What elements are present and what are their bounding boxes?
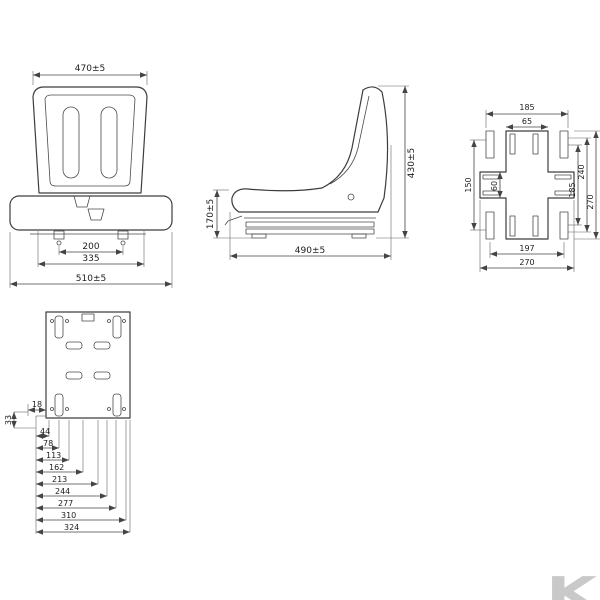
dim-label-cascade: 213	[52, 475, 67, 484]
slide-rail	[245, 228, 375, 235]
dim-label-mount-top-inner: 65	[522, 117, 532, 126]
backrest-rear-edge	[362, 86, 389, 213]
dim-label-side-base-height: 170±5	[206, 199, 216, 229]
dim-label-mount-right-mid: 240	[577, 164, 586, 179]
dim-label-cascade: 44	[40, 427, 50, 436]
plate-outline	[45, 311, 131, 419]
center-tab	[81, 313, 95, 322]
dim-label-cascade: 113	[46, 451, 61, 460]
rail-end	[559, 130, 569, 159]
mount-pattern-view: 185 65 150 60 185 240 270 197 270	[464, 103, 600, 272]
mount-bracket	[53, 230, 65, 240]
cushion-profile	[231, 187, 379, 213]
backrest-inner-seam	[44, 94, 136, 187]
bolt-hole	[122, 319, 126, 323]
dim-label-cascade: 277	[58, 499, 73, 508]
rail-end	[485, 211, 495, 240]
mount-slot	[532, 215, 539, 237]
mount-bracket	[117, 230, 129, 240]
rail-foot	[351, 233, 367, 239]
side-view: 430±5 170±5 490±5	[206, 85, 417, 260]
mount-slot	[554, 190, 572, 196]
dim-label-mount-bottom-inner: 197	[519, 244, 534, 253]
dim-label-mount-left-outer: 150	[464, 177, 473, 192]
mount-slot	[509, 215, 516, 237]
rail-end	[485, 130, 495, 159]
backrest-seam	[329, 95, 370, 185]
rail-end	[559, 211, 569, 240]
bolt-hole	[107, 319, 111, 323]
bolt-hole	[50, 407, 54, 411]
bolt-hole	[65, 319, 69, 323]
adjust-lever	[224, 215, 243, 226]
plate-slot	[65, 341, 83, 350]
dim-label-mount-top-outer: 185	[519, 103, 534, 112]
mount-slot	[554, 174, 572, 180]
dim-label-front-bottom: 510±5	[76, 274, 106, 284]
plate-slot	[93, 371, 111, 380]
seat-base-outline	[9, 195, 173, 231]
hinge-tab	[73, 195, 91, 208]
dim-label-cascade: 162	[49, 463, 64, 472]
pivot-knob	[347, 193, 355, 201]
bottom-plate-view: 18 33 44 78 113 162 213 244 277 31	[4, 311, 131, 535]
watermark: K	[546, 568, 600, 600]
rail-slot	[112, 315, 122, 339]
mount-slot	[532, 133, 539, 155]
hinge-tab	[87, 208, 105, 221]
dim-label-mount-bottom-outer: 270	[519, 258, 534, 267]
dim-label-cascade: 244	[55, 487, 70, 496]
bolt-hole	[65, 407, 69, 411]
dim-label-cascade: 310	[61, 511, 76, 520]
brand-watermark-letter: K	[546, 568, 600, 600]
dim-label-cascade: 78	[43, 439, 53, 448]
front-view: 470±5 200 335 510±5	[9, 64, 173, 288]
dim-label-plate-offset-v: 33	[4, 415, 13, 425]
backrest-front-edge	[321, 89, 364, 189]
dim-label-mount-right-outer: 270	[586, 194, 595, 209]
dim-label-mount-right-inner: 185	[568, 182, 577, 197]
rail-slot	[54, 393, 64, 417]
mount-cross-outline	[479, 130, 575, 240]
plate-slot	[65, 371, 83, 380]
bolt-hole	[50, 319, 54, 323]
bolt-hole	[122, 407, 126, 411]
dim-label-side-height: 430±5	[407, 148, 417, 178]
dim-label-front-top: 470±5	[75, 64, 105, 74]
dim-label-front-slot: 200	[82, 242, 99, 252]
dim-label-mount-left-inner: 60	[490, 181, 499, 191]
backrest-slot	[100, 106, 118, 179]
dim-label-cascade: 324	[64, 523, 79, 532]
rail-slot	[112, 393, 122, 417]
dim-label-front-mount: 335	[82, 254, 99, 264]
backrest-outline	[32, 86, 148, 194]
slide-rail	[245, 221, 375, 228]
rail-foot	[251, 233, 267, 239]
rail-slot	[54, 315, 64, 339]
dim-label-plate-offset: 18	[32, 400, 42, 409]
bolt-hole	[107, 407, 111, 411]
mount-slot	[482, 174, 500, 180]
bolt-hole	[56, 240, 62, 246]
backrest-slot	[62, 106, 80, 179]
mount-slot	[509, 133, 516, 155]
bolt-hole	[120, 240, 126, 246]
plate-slot	[93, 341, 111, 350]
dim-label-side-depth: 490±5	[295, 246, 325, 256]
